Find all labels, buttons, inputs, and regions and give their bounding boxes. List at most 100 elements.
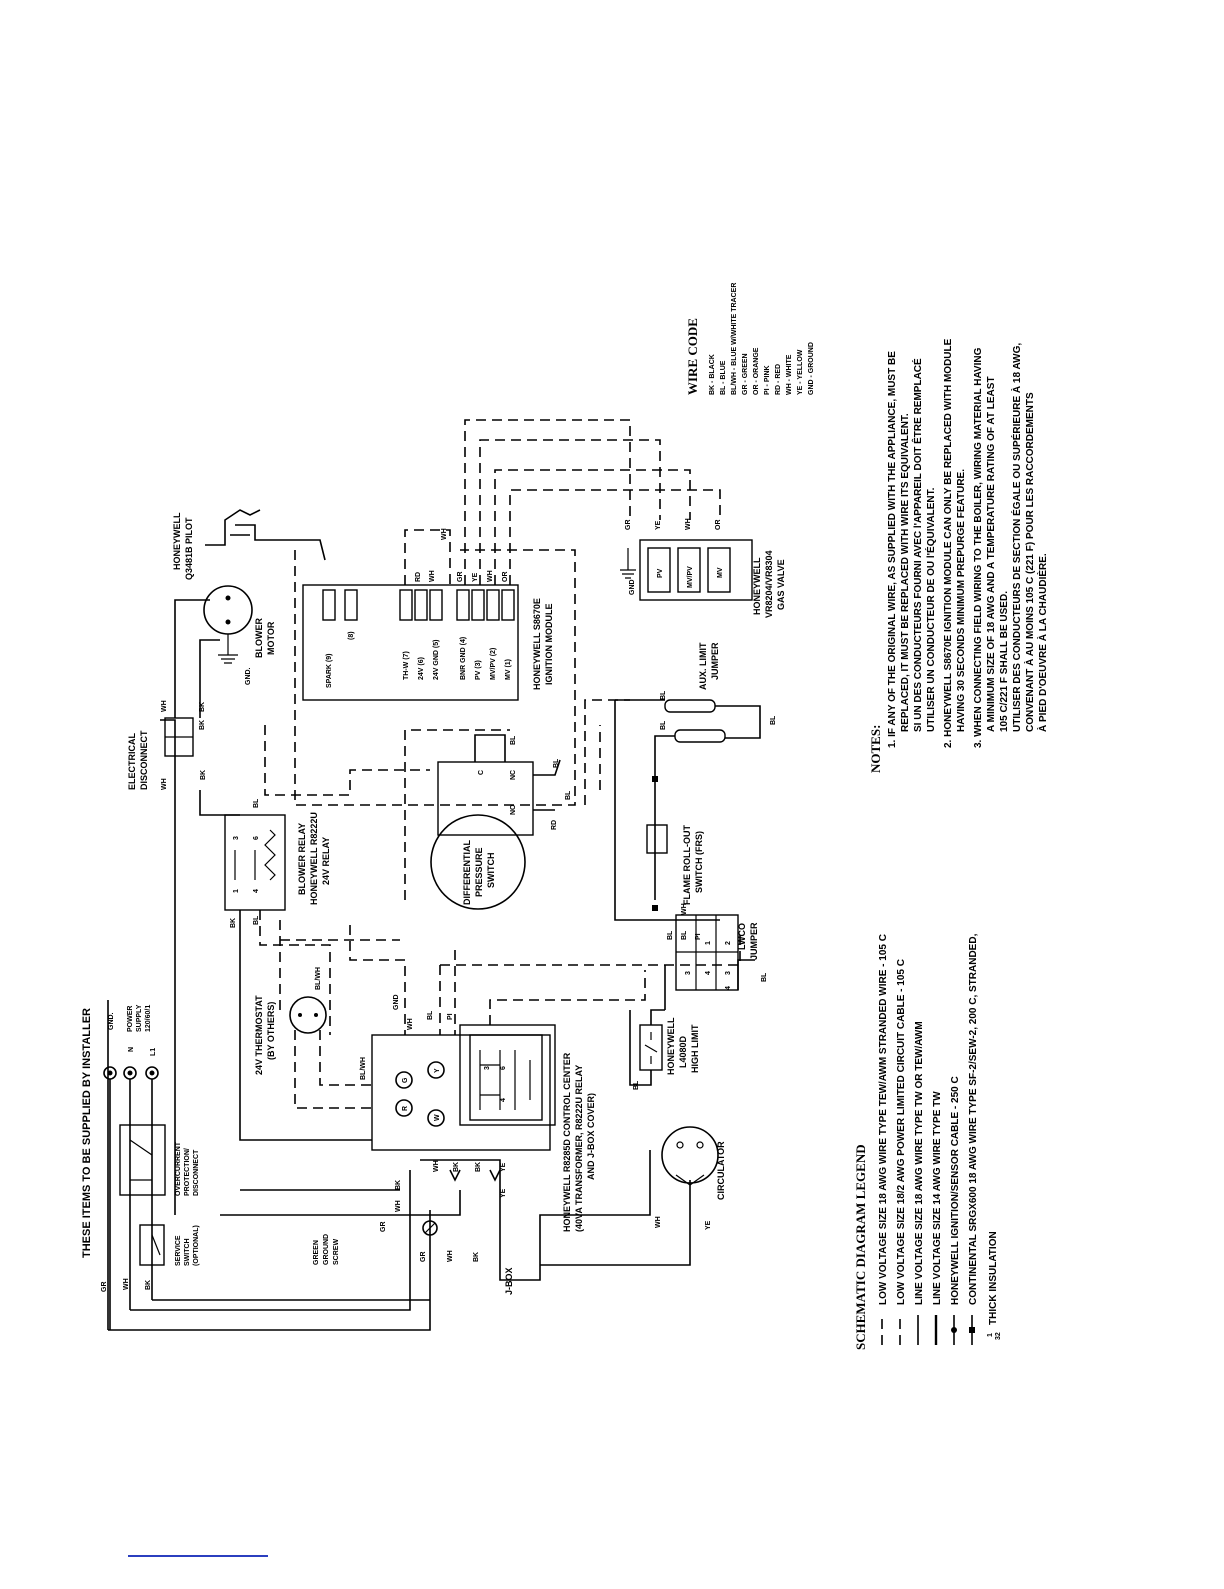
terminal-w[interactable] bbox=[427, 1109, 445, 1127]
gas-valve-label-3: GAS VALVE bbox=[776, 559, 786, 610]
blower-relay-4: 4 bbox=[253, 889, 260, 893]
cc-bl: BL bbox=[427, 1010, 434, 1020]
gv-wh: WH bbox=[685, 518, 692, 530]
electrical-disconnect-label-2: DISCONNECT bbox=[139, 730, 149, 790]
blower-relay-1: 1 bbox=[233, 889, 240, 893]
jbox-ye: YE bbox=[500, 1162, 507, 1172]
gas-valve-mv bbox=[707, 547, 731, 593]
pilot-burner bbox=[205, 509, 326, 561]
circ-wh: WH bbox=[655, 1216, 662, 1228]
pilot-label: HONEYWELL bbox=[172, 512, 182, 570]
aux-bl-2: BL bbox=[660, 720, 667, 730]
legend-item: THICK INSULATION bbox=[988, 1231, 999, 1325]
gas-valve-pv bbox=[647, 547, 671, 593]
cc-relay-3: 3 bbox=[484, 1066, 491, 1070]
disc-wh-2: WH bbox=[161, 700, 168, 712]
power-supply-label-3: 120/60/1 bbox=[145, 1005, 152, 1032]
jbox-wh: WH bbox=[395, 1200, 402, 1212]
wire-code-row: BL/WH - BLUE W/WHITE TRACER bbox=[731, 283, 738, 395]
wire-code-row: PI - PINK bbox=[764, 365, 771, 395]
control-center-box bbox=[371, 1034, 551, 1151]
ps-rd: RD bbox=[551, 820, 558, 830]
terminal-1 bbox=[501, 589, 515, 621]
blower-relay-label: BLOWER RELAY bbox=[297, 823, 307, 895]
terminal-g[interactable] bbox=[395, 1071, 413, 1089]
service-switch-box bbox=[139, 1224, 165, 1266]
jbox-bk-4: BK bbox=[475, 1162, 482, 1172]
gas-valve-pv-label: PV bbox=[657, 568, 664, 578]
terminal-y[interactable] bbox=[427, 1061, 445, 1079]
spark-terminal bbox=[322, 589, 336, 621]
lwco-wh: WH bbox=[681, 903, 688, 915]
im-wire-wh-3: WH bbox=[441, 528, 448, 540]
ignition-module-label: HONEYWELL S8670E bbox=[532, 598, 542, 690]
installer-items-title: THESE ITEMS TO BE SUPPLIED BY INSTALLER bbox=[81, 1008, 93, 1258]
control-center-relay-box bbox=[459, 1024, 556, 1126]
high-limit-label-2: L4080D bbox=[678, 1035, 688, 1068]
jbox-wh-2: WH bbox=[447, 1250, 454, 1262]
ps-c: C bbox=[478, 770, 485, 775]
green-ground-label: GREEN bbox=[313, 1240, 320, 1265]
terminal-r[interactable] bbox=[395, 1099, 413, 1117]
lwco-pi: PI bbox=[695, 933, 702, 940]
cc-blwh: BL/WH bbox=[360, 1057, 367, 1080]
terminal-2 bbox=[486, 589, 500, 621]
im-wire-rd: RD bbox=[415, 572, 422, 582]
cc-relay-6: 6 bbox=[500, 1066, 507, 1070]
flame-rollout-label-2: SWITCH (FRS) bbox=[694, 831, 704, 893]
cc-gnd: GND bbox=[393, 994, 400, 1010]
legend-item: LOW VOLTAGE SIZE 18 AWG WIRE TYPE TEW/AW… bbox=[878, 934, 889, 1305]
note-line: 2. HONEYWELL S8670E IGNITION MODULE CAN … bbox=[943, 338, 954, 748]
terminal-r-label: R bbox=[402, 1106, 409, 1111]
gas-valve-mv-label: MV bbox=[717, 567, 724, 578]
wire-code-row: RD - RED bbox=[775, 364, 782, 395]
terminal-y-label: Y bbox=[434, 1068, 441, 1073]
wire-code-row: YE - YELLOW bbox=[797, 349, 804, 395]
l1-label: L1 bbox=[150, 1048, 157, 1056]
im-wire-or: OR bbox=[502, 572, 509, 583]
note-line: 105 C/221 F SHALL BE USED. bbox=[999, 591, 1010, 732]
lwco-3b: 3 bbox=[725, 971, 732, 975]
blower-relay-label-3: 24V RELAY bbox=[321, 837, 331, 885]
power-supply-label: POWER bbox=[127, 1006, 134, 1032]
overcurrent-box bbox=[119, 1124, 166, 1196]
terminal-3 bbox=[471, 589, 485, 621]
aux-limit-jumper-1 bbox=[664, 699, 716, 713]
note-line: UTILISER DES CONDUCTEURS DE SECTION ÉGAL… bbox=[1010, 343, 1023, 732]
overcurrent-label-2: PROTECTION/ bbox=[184, 1148, 191, 1196]
terminal-w-label: W bbox=[434, 1114, 441, 1121]
jbox-wh-3: WH bbox=[433, 1160, 440, 1172]
gas-valve-label-2: VR8204/VR8304 bbox=[764, 550, 774, 618]
flame-rollout-label: FLAME ROLL-OUT bbox=[682, 825, 692, 905]
differential-pressure-switch bbox=[430, 814, 526, 910]
wire-label-gr: GR bbox=[101, 1282, 108, 1293]
im-wire-wh-2: WH bbox=[487, 570, 494, 582]
terminal-6 bbox=[414, 589, 428, 621]
note-line: UTILISER UN CONDUCTEUR DE OU l'ÉQUIVALEN… bbox=[924, 487, 937, 732]
wire-code-title: WIRE CODE bbox=[685, 318, 700, 395]
gas-valve-label: HONEYWELL bbox=[752, 557, 762, 615]
green-ground-label-2: GROUND bbox=[323, 1234, 330, 1265]
gv-or: OR bbox=[715, 520, 722, 531]
control-center-relay-inner bbox=[469, 1034, 543, 1121]
lwco-4b: 4 bbox=[725, 986, 732, 990]
gnd-label: GND. bbox=[108, 1012, 115, 1030]
wire-code-row: OR - ORANGE bbox=[753, 347, 760, 395]
aux-bl: BL bbox=[660, 690, 667, 700]
service-switch-label: SERVICE bbox=[175, 1235, 182, 1266]
disc-bk-2: BK bbox=[199, 702, 206, 712]
note-line: A MINIMUM SIZE OF 18 AWG AND A TEMPERATU… bbox=[986, 376, 997, 732]
green-ground-label-3: SCREW bbox=[333, 1239, 340, 1265]
thermostat bbox=[289, 996, 327, 1034]
overcurrent-label-3: DISCONNECT bbox=[193, 1149, 200, 1196]
jbox-gr: GR bbox=[380, 1222, 387, 1233]
jbox-label: J-BOX bbox=[504, 1267, 514, 1295]
pressure-switch-label-3: SWITCH bbox=[486, 853, 496, 889]
control-center-label-3: AND J-BOX COVER) bbox=[586, 1093, 596, 1180]
note-line: 3. WHEN CONNECTING FIELD WIRING TO THE B… bbox=[973, 347, 984, 748]
jbox-bk-3: BK bbox=[453, 1162, 460, 1172]
control-center-label-2: (40VA TRANSFORMER, R8222U RELAY bbox=[574, 1065, 584, 1232]
im-wire-wh: WH bbox=[429, 570, 436, 582]
blower-relay-box bbox=[224, 814, 286, 911]
terminal-label-2: MV/PV (2) bbox=[490, 648, 497, 680]
